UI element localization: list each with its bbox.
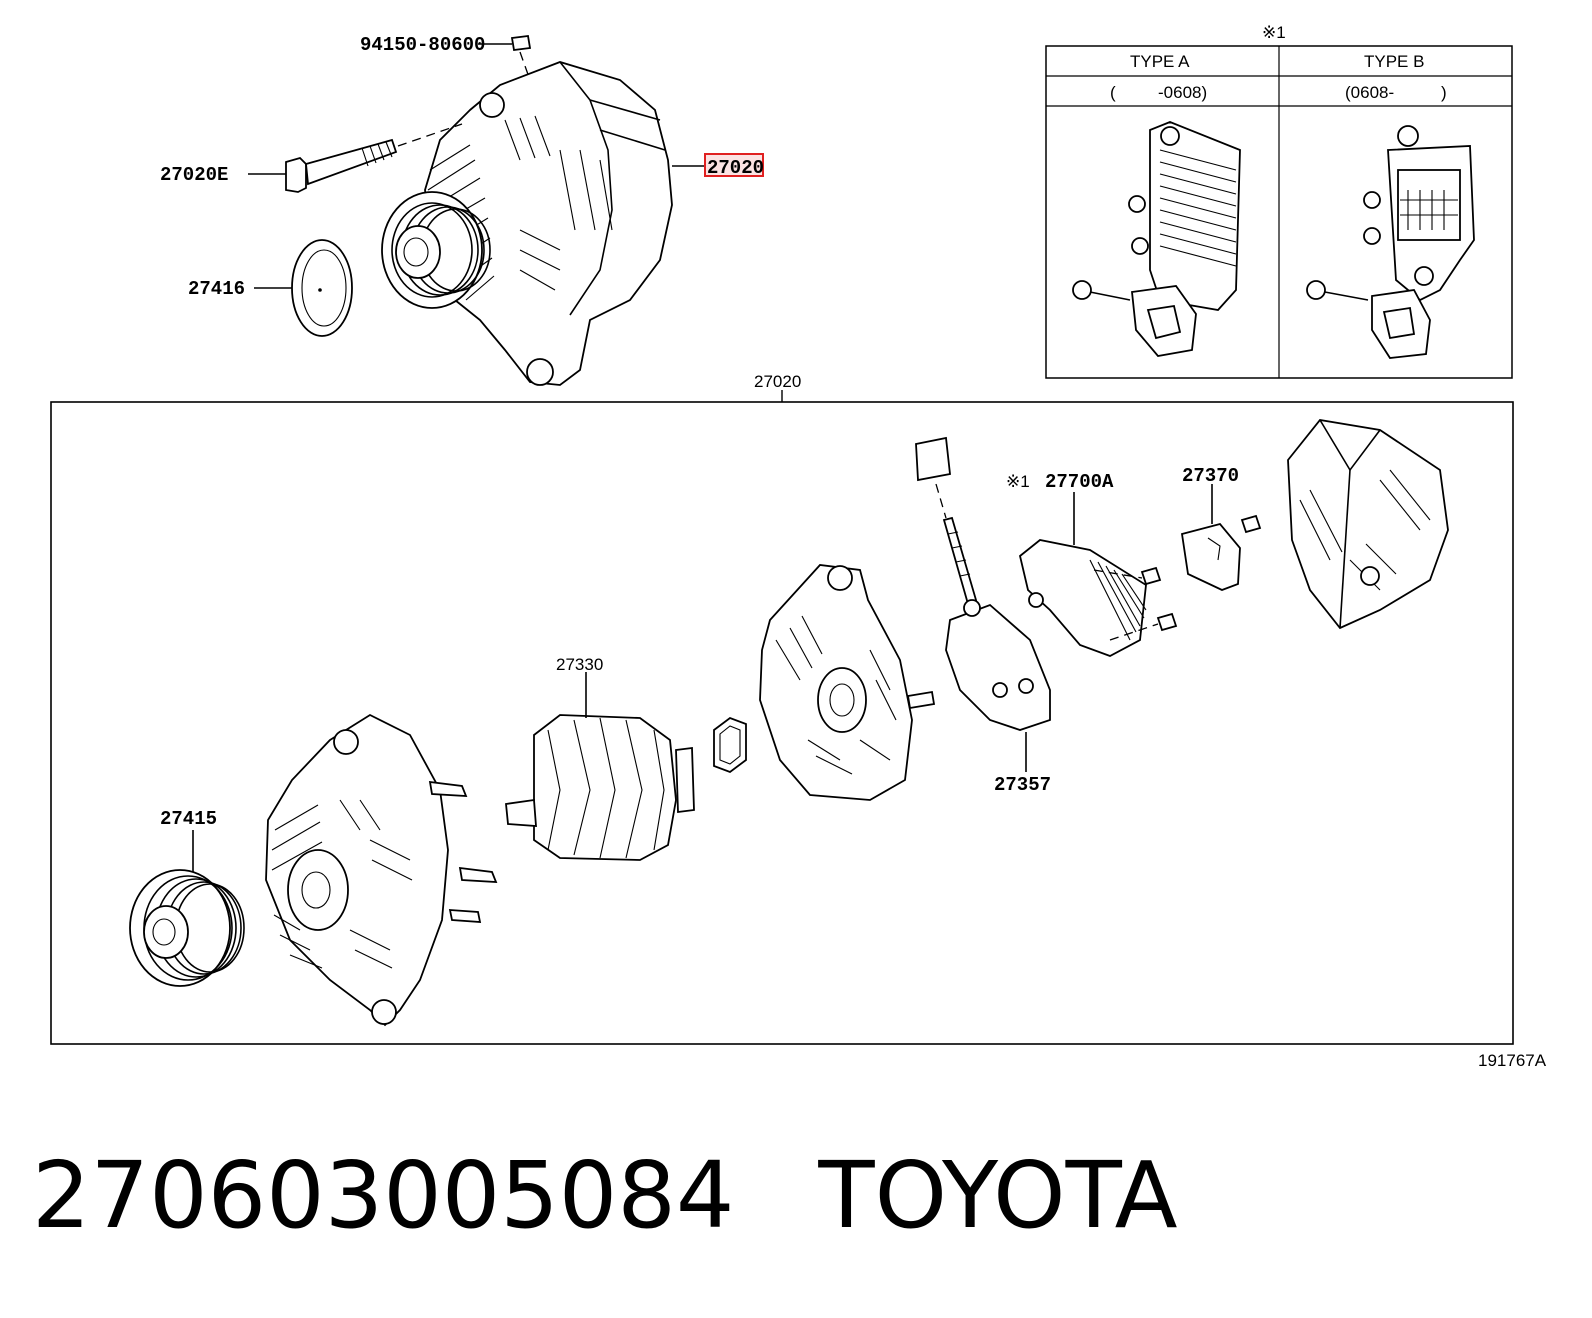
callout-exploded-group: 27020 [754,372,801,391]
type-a-header: TYPE A [1130,52,1190,71]
callout-brush-holder: 27357 [994,774,1051,796]
brush-holder-drawing [915,436,1051,772]
pulley-drawing [129,830,245,987]
callout-pulley: 27415 [160,808,217,830]
type-b-regulator-drawing [1306,125,1475,359]
type-table: ※1 TYPE A TYPE B ( -0608) (0608- ) [1045,23,1513,379]
type-a-range-open: ( [1110,83,1116,102]
highlight-box [704,153,764,177]
figure-id: 191767A [1478,1051,1547,1070]
terminal-insulator-drawing [1180,484,1262,591]
callout-terminal-insulator: 27370 [1182,465,1239,487]
exploded-view-frame [50,401,1514,1045]
type-b-range-close: ) [1441,83,1447,102]
drive-end-frame-drawing [265,713,498,1027]
rectifier-end-frame-drawing [759,564,936,801]
part-number: 270603005084 [32,1142,735,1249]
brand-name: TOYOTA [818,1142,1178,1249]
rotor-drawing [505,672,695,861]
callout-regulator-note: ※1 [1006,472,1030,491]
callout-nut: 94150-80600 [360,34,485,56]
callout-gasket: 27416 [188,278,245,300]
type-b-range: (0608- [1345,83,1394,102]
seal-ring-drawing [713,716,747,774]
type-a-range: -0608) [1158,83,1207,102]
callout-rotor: 27330 [556,655,603,674]
type-table-note: ※1 [1262,23,1286,42]
callout-regulator: 27700A [1045,471,1114,493]
callout-alternator-assy: 27020 [707,157,764,179]
type-a-regulator-drawing [1072,121,1241,357]
callout-bolt: 27020E [160,164,228,186]
type-b-header: TYPE B [1364,52,1424,71]
regulator-drawing [1018,492,1178,657]
alternator-assembly-drawing [248,34,704,386]
rear-end-cover-drawing [1287,419,1449,630]
